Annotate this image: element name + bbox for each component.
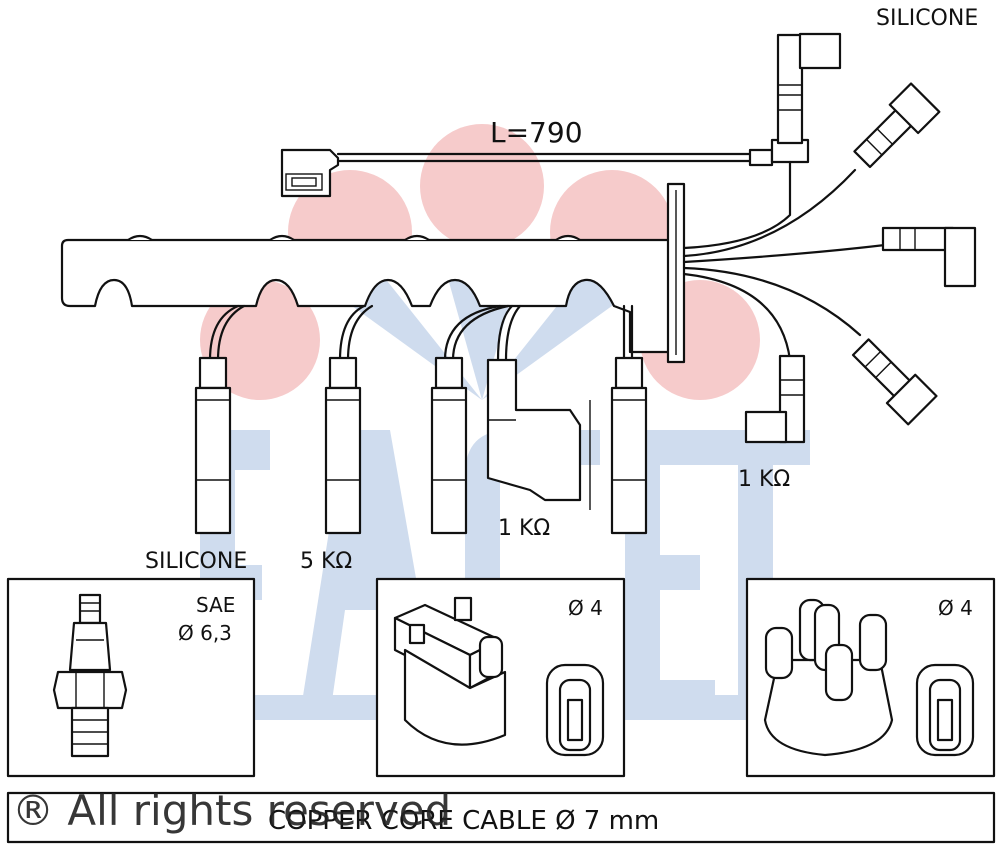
- sae-diameter-label: Ø 6,3: [178, 621, 232, 645]
- distributor-cap-icon: [763, 598, 894, 757]
- cable-spec-bar: COPPER CORE CABLE Ø 7 mm ® All rights re…: [6, 786, 996, 844]
- coil-resistor-label: 1 KΩ: [498, 516, 550, 541]
- cap-terminal-section-icon: [915, 663, 975, 757]
- plug-resistor-label: 5 KΩ: [300, 549, 352, 574]
- top-boot-connector: [776, 33, 804, 145]
- sae-label: SAE: [196, 593, 235, 617]
- coil-lead: [280, 32, 842, 198]
- plug-boot-3: [430, 386, 468, 535]
- cable-spec-label: COPPER CORE CABLE Ø 7 mm: [268, 806, 659, 836]
- silicone-top-label: SILICONE: [876, 6, 978, 31]
- coil-terminal-section-icon: [545, 663, 605, 757]
- coil-diameter-label: Ø 4: [568, 596, 603, 620]
- copyright-label: ® All rights reserved: [12, 786, 451, 835]
- distributor-leads: [682, 82, 977, 444]
- distributor-boot-down: [744, 354, 806, 444]
- plug-boot-2: [324, 386, 362, 535]
- ignition-coil-icon: [393, 596, 507, 746]
- coil-boot: [486, 358, 582, 502]
- cable-holder-bar: [60, 238, 674, 354]
- cap-diameter-label: Ø 4: [938, 596, 973, 620]
- spark-plug-icon: [52, 593, 128, 758]
- length-label: L=790: [490, 116, 583, 149]
- spark-plug-panel: SAE Ø 6,3: [6, 577, 256, 778]
- distributor-resistor-label: 1 KΩ: [738, 467, 790, 492]
- silicone-bottom-label: SILICONE: [145, 549, 247, 574]
- cable-holder: [60, 182, 686, 364]
- distributor-cap-panel: Ø 4: [745, 577, 996, 778]
- ignition-coil-panel: Ø 4: [375, 577, 626, 778]
- distributor-boot-horizontal: [881, 226, 977, 288]
- spark-plug-leads: [194, 304, 648, 535]
- plug-boot-4: [610, 386, 648, 535]
- plug-boot-1: [194, 386, 232, 535]
- coil-lead-connector: [280, 148, 340, 198]
